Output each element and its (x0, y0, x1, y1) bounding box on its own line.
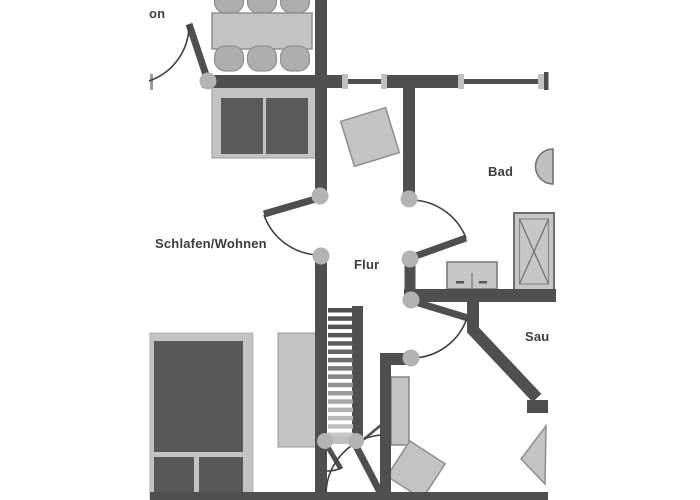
stair-step (328, 324, 353, 330)
door-leaf (185, 22, 211, 80)
door-arc (263, 214, 322, 256)
window-cap (342, 74, 348, 89)
door-arc (326, 467, 342, 472)
sofa-unit (211, 86, 319, 159)
wall-diagonal (467, 296, 542, 403)
shower-inner (518, 218, 550, 285)
hinge-points (199, 72, 420, 449)
dining-table (211, 12, 313, 50)
window-cap (381, 74, 387, 89)
chair-icon (279, 45, 311, 72)
window-icon (347, 79, 382, 84)
stair-rail (352, 306, 363, 438)
stair-step (328, 308, 353, 313)
wall (404, 289, 556, 302)
stair-step (328, 391, 353, 396)
hinge-icon (402, 349, 420, 367)
door-arc (325, 434, 382, 493)
room-label-balkon-fragment: on (149, 6, 166, 21)
wall (380, 355, 391, 500)
sofa-cushion (266, 98, 308, 154)
stair-step (328, 357, 353, 363)
wall (202, 75, 345, 88)
hinge-icon (402, 291, 420, 309)
stair-step (328, 349, 353, 354)
bed-mattress (154, 341, 243, 452)
door-leaf (352, 444, 386, 498)
room-label-bad: Bad (488, 164, 514, 179)
wall (150, 492, 548, 500)
hinge-icon (401, 250, 419, 268)
hinge-icon (199, 72, 217, 90)
wall (386, 75, 459, 88)
wall-end (544, 72, 549, 90)
wall (404, 264, 416, 296)
door-arc (148, 24, 190, 82)
bed-pillow (199, 457, 243, 492)
wall-end (150, 74, 153, 90)
dining-table-group (211, 0, 313, 72)
stair-step (328, 316, 353, 321)
door-arcs (148, 24, 468, 493)
shower-diagonal (518, 218, 550, 285)
door-leaf (410, 297, 470, 322)
rotated-table (339, 106, 401, 168)
tap-icon (456, 281, 464, 284)
stair-step (328, 399, 353, 404)
wall (403, 83, 415, 195)
wall (315, 0, 327, 198)
chair-icon (279, 0, 311, 14)
shower-icon (513, 212, 555, 291)
hinge-icon (317, 433, 333, 449)
window-icon (463, 79, 539, 84)
sauna-heater-icon (520, 423, 547, 486)
chair-icon (246, 45, 278, 72)
window-cap (538, 74, 544, 89)
bed-group (149, 332, 254, 499)
stair-bottom-bar (319, 436, 358, 444)
wall (315, 253, 327, 500)
chair-icon (213, 0, 245, 14)
room-label-schlafen-wohnen: Schlafen/Wohnen (155, 236, 267, 251)
stair-step (328, 366, 353, 371)
room-label-sauna-fragment: Sau (525, 329, 550, 344)
hinge-icon (311, 187, 329, 205)
stair-step (328, 432, 353, 437)
window-caps (342, 74, 544, 89)
sauna-bench (390, 376, 410, 446)
stair-step (328, 332, 353, 338)
stair-step (328, 407, 353, 413)
rotated-stool (385, 439, 447, 500)
sofa-cushion (221, 98, 263, 154)
hinge-icon (400, 190, 418, 208)
stair-step (328, 382, 353, 388)
staircase (319, 306, 363, 444)
room-label-flur: Flur (354, 257, 380, 272)
stair-step (328, 415, 353, 421)
wardrobe (277, 332, 318, 448)
vanity-unit (446, 261, 498, 290)
door-arc (411, 199, 467, 239)
hinge-icon (348, 433, 364, 449)
washbasin-icon (534, 148, 554, 185)
chair-icon (213, 45, 245, 72)
door-leaf (263, 194, 320, 218)
wall (527, 400, 548, 413)
tap-icon (479, 281, 487, 284)
door-arc (412, 317, 468, 359)
stair-step (328, 341, 353, 346)
stair-step (328, 424, 353, 429)
chair-icon (246, 0, 278, 14)
bed-pillow (154, 457, 194, 492)
window-cap (458, 74, 464, 89)
door-leaf (411, 234, 468, 261)
hinge-icon (312, 247, 330, 265)
stair-step (328, 374, 353, 379)
